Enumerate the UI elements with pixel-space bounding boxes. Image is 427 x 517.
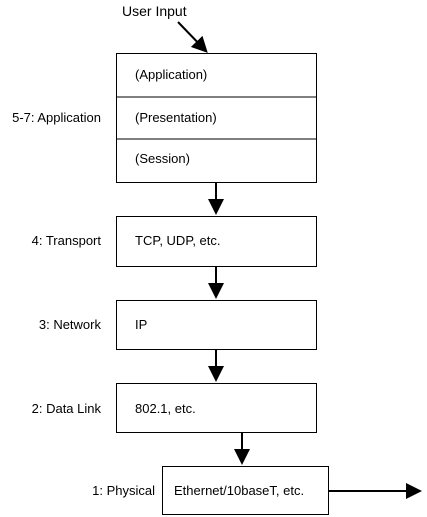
transport-box [116, 216, 317, 267]
network-content: IP [135, 317, 148, 332]
physical-box [162, 466, 329, 515]
datalink-content: 802.1, etc. [135, 401, 196, 416]
physical-content: Ethernet/10baseT, etc. [174, 483, 305, 498]
layer-name-transport: 4: Transport [31, 233, 101, 248]
layer-name-physical: 1: Physical [92, 483, 155, 498]
datalink-box [116, 383, 317, 433]
application-box [116, 53, 317, 183]
user-input-label: User Input [122, 3, 187, 19]
sublayer-presentation: (Presentation) [135, 110, 217, 125]
layer-name-datalink: 2: Data Link [31, 401, 101, 416]
sublayer-application: (Application) [135, 67, 208, 82]
transport-content: TCP, UDP, etc. [135, 233, 221, 248]
user-input-arrow [177, 21, 208, 53]
network-box [116, 300, 317, 350]
layer-name-network: 3: Network [38, 317, 101, 332]
layer-name-application: 5-7: Application [12, 110, 101, 125]
sublayer-session: (Session) [135, 151, 190, 166]
